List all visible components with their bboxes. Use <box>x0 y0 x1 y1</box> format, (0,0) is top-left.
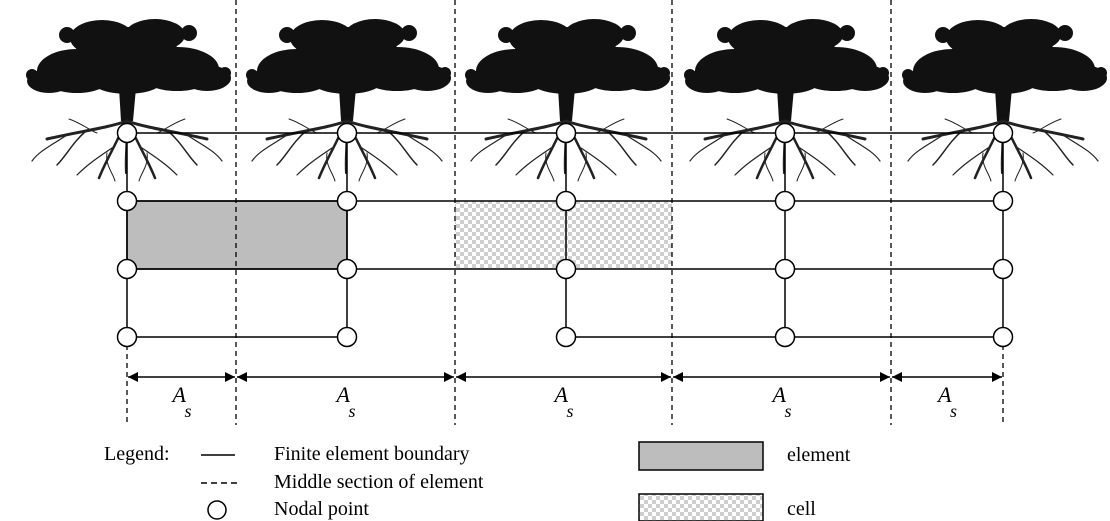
spacing-label-subscript: s <box>185 401 192 421</box>
legend-element-swatch <box>638 441 764 471</box>
nodal-point-icon <box>992 258 1014 280</box>
legend-title: Legend: <box>104 443 170 465</box>
nodal-point-icon <box>336 258 358 280</box>
nodal-point-icon <box>992 122 1014 144</box>
spacing-label: A <box>335 382 351 407</box>
nodal-point-icon <box>555 326 577 348</box>
legend: Legend: Finite element boundary Middle s… <box>104 441 851 521</box>
nodal-point-icon <box>774 326 796 348</box>
legend-label-boundary: Finite element boundary <box>274 443 470 465</box>
spacing-label: A <box>171 382 187 407</box>
nodal-point-icon <box>774 258 796 280</box>
nodal-point-icon <box>774 190 796 212</box>
spacing-label-subscript: s <box>349 401 356 421</box>
tree-icon <box>682 17 891 183</box>
nodal-point-icon <box>116 190 138 212</box>
spacing-label: A <box>936 382 952 407</box>
middle-section-lines <box>126 0 1004 425</box>
tree-icon <box>900 17 1109 183</box>
legend-label-middle: Middle section of element <box>274 471 484 493</box>
legend-label-cell: cell <box>787 498 816 520</box>
nodal-point-icon <box>116 326 138 348</box>
grey-element <box>126 200 348 270</box>
nodal-point-icon <box>555 122 577 144</box>
legend-label-nodal: Nodal point <box>274 498 369 520</box>
legend-nodal-point-icon <box>207 500 227 520</box>
nodal-point-icon <box>336 190 358 212</box>
spacing-label: A <box>771 382 787 407</box>
spacing-label-subscript: s <box>950 401 957 421</box>
tree-icon <box>24 17 233 183</box>
spacing-label-subscript: s <box>785 401 792 421</box>
tree-icon <box>244 17 453 183</box>
nodal-point-icon <box>116 258 138 280</box>
nodal-point-icon <box>555 190 577 212</box>
legend-label-element: element <box>787 444 851 466</box>
nodal-points <box>116 122 1014 348</box>
nodal-point-icon <box>992 190 1014 212</box>
checkered-cell <box>455 201 672 269</box>
nodal-point-icon <box>555 258 577 280</box>
nodal-point-icon <box>336 326 358 348</box>
spacing-label: A <box>553 382 569 407</box>
spacing-label-subscript: s <box>567 401 574 421</box>
nodal-point-icon <box>774 122 796 144</box>
nodal-point-icon <box>992 326 1014 348</box>
tree-icon <box>463 17 672 183</box>
legend-cell-swatch <box>638 493 764 521</box>
nodal-point-icon <box>336 122 358 144</box>
nodal-point-icon <box>116 122 138 144</box>
